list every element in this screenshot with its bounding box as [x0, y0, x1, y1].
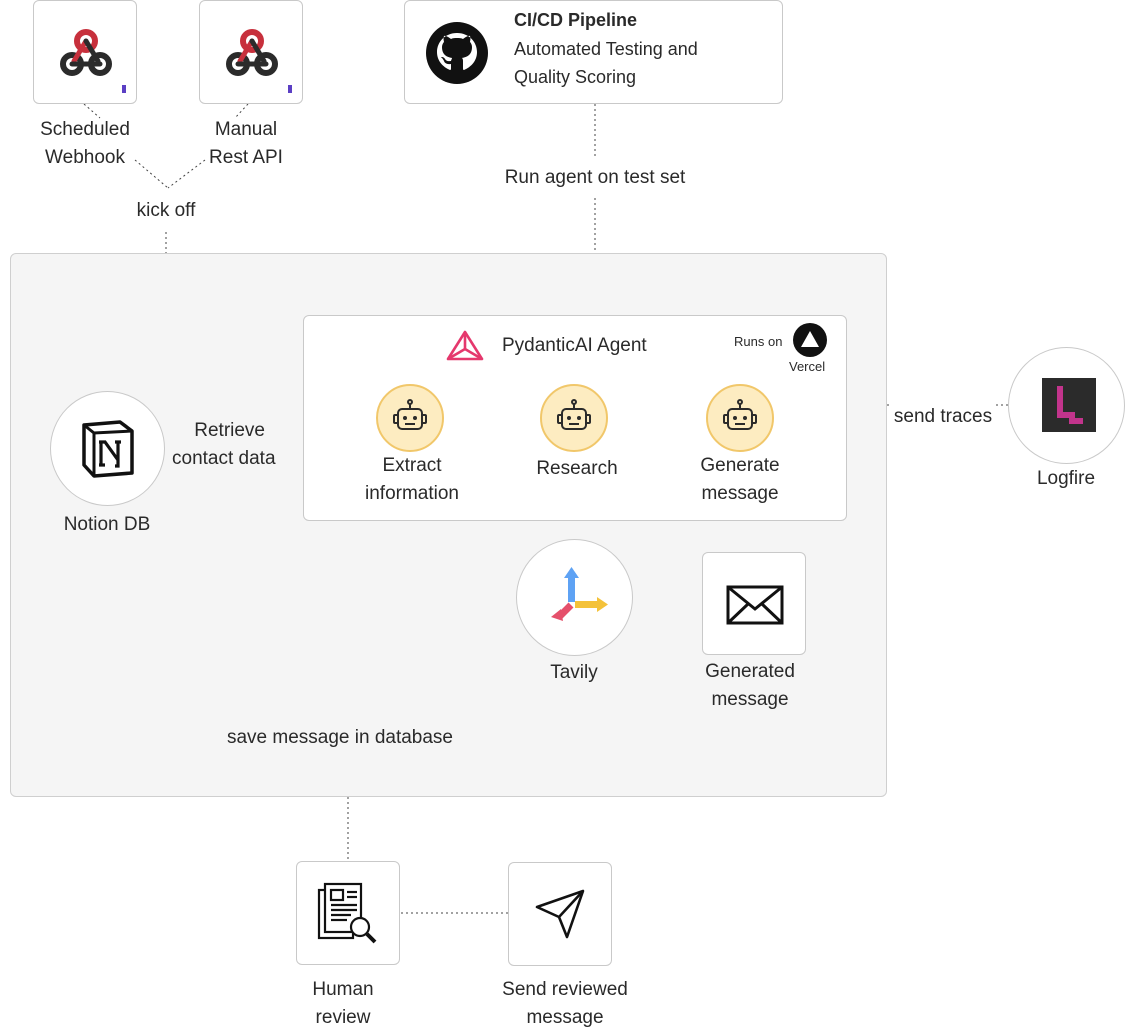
webhook-icon	[226, 29, 292, 93]
logfire-icon	[1042, 378, 1096, 432]
webhook-icon	[60, 29, 126, 93]
runs-on-label: Runs on	[734, 334, 783, 349]
research-step-label: Research	[536, 458, 618, 479]
human-review-label: Human review	[312, 979, 374, 1028]
generate-step-label: Generate message	[700, 455, 780, 504]
generate-step-icon	[706, 384, 774, 452]
research-step-icon	[540, 384, 608, 452]
logfire-label: Logfire	[1036, 468, 1096, 489]
tavily-node[interactable]	[516, 539, 633, 656]
cicd-title: CI/CD Pipeline	[514, 10, 638, 30]
scheduled-label: Scheduled Webhook	[40, 119, 130, 168]
generated-message-label: Generated message	[705, 661, 795, 710]
manual-label: Manual Rest API	[209, 119, 283, 168]
save-message-label: save message in database	[226, 727, 454, 748]
robot-icon	[393, 399, 427, 430]
scheduled-connector	[83, 103, 101, 119]
cicd-card[interactable]: CI/CD Pipeline Automated Testing and Qua…	[404, 0, 783, 104]
logfire-node[interactable]	[1008, 347, 1125, 464]
send-traces-label: send traces	[893, 406, 993, 427]
manual-connector	[234, 103, 249, 119]
cicd-subtitle-2: Quality Scoring	[514, 67, 637, 87]
manual-api-card[interactable]	[199, 0, 303, 104]
human-review-card[interactable]	[296, 861, 400, 965]
tavily-label: Tavily	[550, 662, 598, 683]
extract-step-icon	[376, 384, 444, 452]
pydantic-logo-icon	[446, 330, 484, 361]
mail-icon	[726, 585, 784, 625]
notion-icon	[82, 420, 134, 478]
retrieve-label: Retrieve contact data	[172, 420, 276, 469]
badge-icon	[122, 85, 126, 93]
document-search-icon	[317, 882, 377, 944]
scheduled-webhook-card[interactable]	[33, 0, 137, 104]
send-reviewed-card[interactable]	[508, 862, 612, 966]
github-icon	[426, 22, 488, 84]
send-reviewed-label: Send reviewed message	[502, 979, 628, 1028]
vercel-icon	[793, 323, 827, 357]
notion-db-node[interactable]	[50, 391, 165, 506]
send-icon	[535, 889, 585, 939]
vercel-label: Vercel	[789, 359, 826, 374]
kickoff-left-connector	[134, 159, 169, 189]
badge-icon	[288, 85, 292, 93]
run-agent-label: Run agent on test set	[504, 167, 686, 188]
generated-message-card[interactable]	[702, 552, 806, 655]
notion-label: Notion DB	[63, 514, 151, 535]
kickoff-label: kick off	[136, 200, 196, 221]
extract-step-label: Extract information	[365, 455, 459, 504]
robot-icon	[723, 399, 757, 430]
robot-icon	[557, 399, 591, 430]
agent-title: PydanticAI Agent	[502, 335, 647, 356]
tavily-icon	[551, 567, 608, 621]
cicd-subtitle-1: Automated Testing and	[514, 39, 698, 59]
